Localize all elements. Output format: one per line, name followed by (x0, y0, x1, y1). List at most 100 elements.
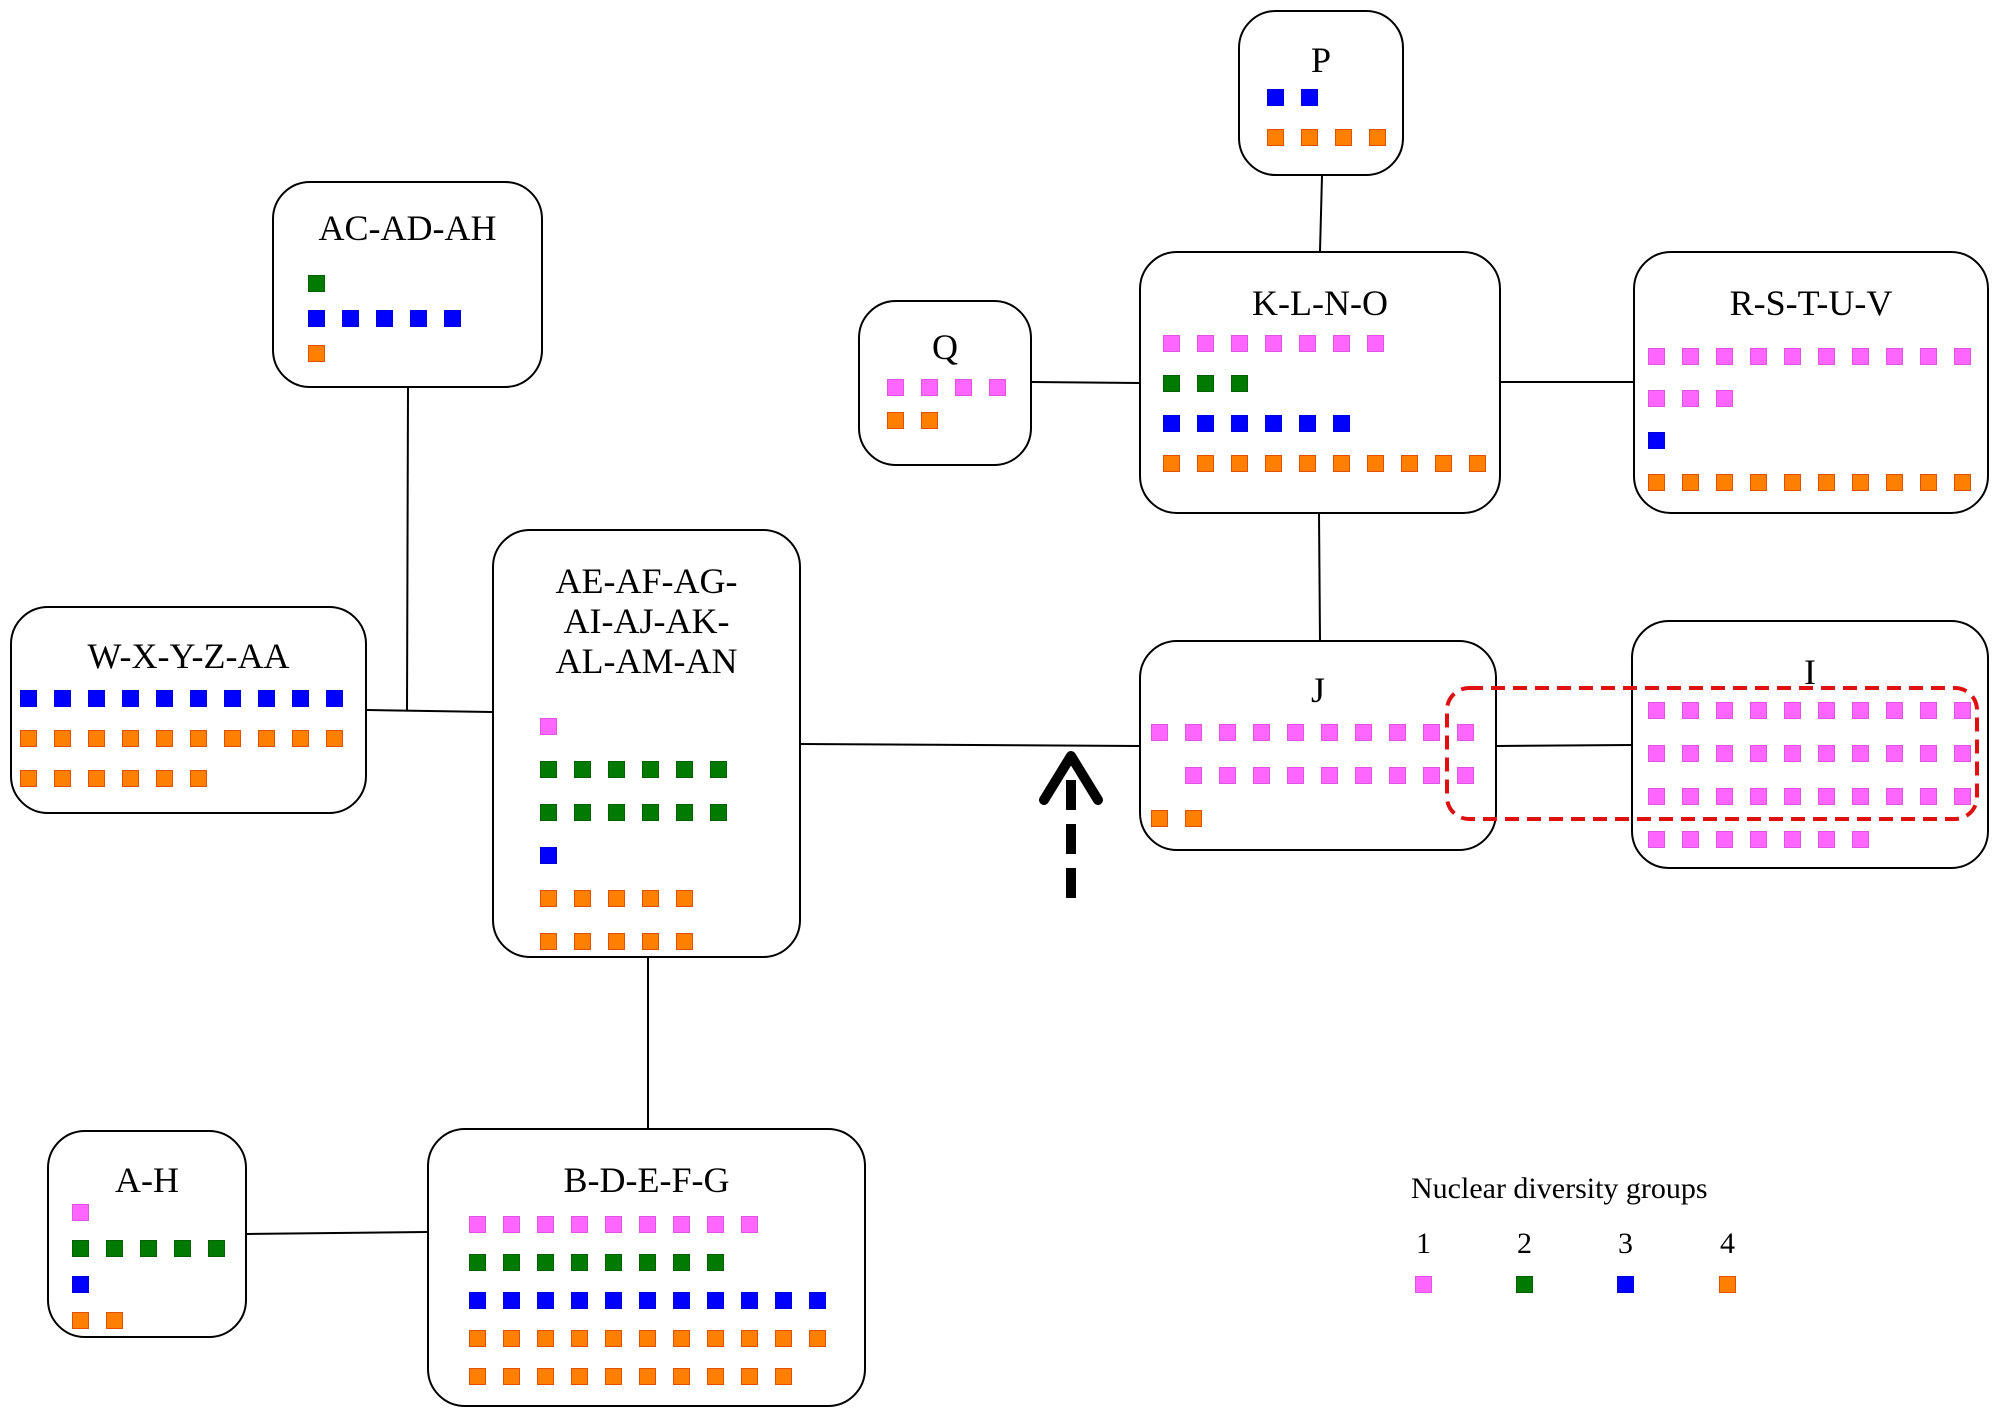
haplotype-square-group-2 (676, 761, 693, 778)
haplotype-square-group-1 (1818, 745, 1835, 762)
node-label: Q (932, 327, 958, 367)
haplotype-square-group-4 (1267, 129, 1284, 146)
haplotype-square-group-2 (540, 804, 557, 821)
legend-label-2: 2 (1517, 1227, 1532, 1260)
haplotype-square-group-1 (1886, 702, 1903, 719)
haplotype-square-group-4 (1333, 455, 1350, 472)
haplotype-square-group-1 (1682, 831, 1699, 848)
haplotype-square-group-2 (1163, 375, 1180, 392)
haplotype-square-group-1 (1648, 348, 1665, 365)
haplotype-square-group-1 (1648, 702, 1665, 719)
haplotype-square-group-1 (1185, 724, 1202, 741)
haplotype-square-group-1 (1784, 745, 1801, 762)
haplotype-square-group-1 (1423, 724, 1440, 741)
legend-swatch-2 (1516, 1276, 1533, 1293)
haplotype-square-group-4 (605, 1330, 622, 1347)
node-q: Q (858, 300, 1032, 466)
haplotype-square-group-4 (574, 890, 591, 907)
haplotype-square-group-4 (642, 933, 659, 950)
haplotype-square-group-2 (710, 761, 727, 778)
haplotype-square-group-4 (54, 730, 71, 747)
node-b-d-e-f-g: B-D-E-F-G (427, 1128, 866, 1407)
haplotype-square-group-1 (1920, 348, 1937, 365)
haplotype-square-group-2 (574, 761, 591, 778)
haplotype-square-group-3 (88, 690, 105, 707)
haplotype-square-group-4 (190, 770, 207, 787)
haplotype-square-group-1 (503, 1216, 520, 1233)
haplotype-square-group-4 (1163, 455, 1180, 472)
haplotype-square-group-2 (676, 804, 693, 821)
haplotype-square-group-1 (1852, 831, 1869, 848)
node-label: B-D-E-F-G (563, 1160, 730, 1200)
node-label: P (1310, 40, 1332, 80)
haplotype-square-group-1 (673, 1216, 690, 1233)
haplotype-square-group-1 (1253, 724, 1270, 741)
haplotype-square-group-1 (1457, 724, 1474, 741)
haplotype-square-group-4 (20, 730, 37, 747)
haplotype-square-group-1 (1920, 702, 1937, 719)
haplotype-square-group-3 (741, 1292, 758, 1309)
haplotype-square-group-3 (156, 690, 173, 707)
haplotype-square-group-4 (1954, 474, 1971, 491)
haplotype-square-group-3 (1197, 415, 1214, 432)
haplotype-square-group-1 (639, 1216, 656, 1233)
haplotype-square-group-4 (673, 1368, 690, 1385)
haplotype-square-group-1 (955, 379, 972, 396)
haplotype-square-group-4 (503, 1330, 520, 1347)
haplotype-square-group-4 (1197, 455, 1214, 472)
haplotype-square-group-3 (1231, 415, 1248, 432)
haplotype-square-group-4 (122, 730, 139, 747)
haplotype-square-group-4 (88, 770, 105, 787)
haplotype-square-group-4 (190, 730, 207, 747)
haplotype-square-group-4 (571, 1368, 588, 1385)
haplotype-square-group-2 (140, 1240, 157, 1257)
haplotype-square-group-3 (258, 690, 275, 707)
haplotype-square-group-1 (1920, 745, 1937, 762)
haplotype-square-group-4 (639, 1330, 656, 1347)
haplotype-square-group-1 (1682, 348, 1699, 365)
haplotype-square-group-4 (122, 770, 139, 787)
haplotype-square-group-1 (1852, 348, 1869, 365)
haplotype-square-group-4 (88, 730, 105, 747)
haplotype-square-group-4 (1231, 455, 1248, 472)
haplotype-square-group-1 (1750, 348, 1767, 365)
haplotype-square-group-1 (1321, 767, 1338, 784)
haplotype-square-group-1 (1750, 831, 1767, 848)
haplotype-square-group-3 (342, 310, 359, 327)
haplotype-square-group-3 (54, 690, 71, 707)
node-label: AC-AD-AH (318, 208, 497, 248)
haplotype-square-group-1 (1457, 767, 1474, 784)
haplotype-square-group-4 (1435, 455, 1452, 472)
haplotype-square-group-1 (1287, 767, 1304, 784)
haplotype-square-group-4 (537, 1330, 554, 1347)
haplotype-square-group-4 (292, 730, 309, 747)
haplotype-square-group-4 (1369, 129, 1386, 146)
haplotype-square-group-4 (1682, 474, 1699, 491)
haplotype-square-group-1 (1682, 745, 1699, 762)
haplotype-square-group-1 (469, 1216, 486, 1233)
haplotype-square-group-4 (1469, 455, 1486, 472)
haplotype-square-group-1 (1355, 767, 1372, 784)
haplotype-square-group-1 (1716, 390, 1733, 407)
haplotype-square-group-1 (1750, 702, 1767, 719)
haplotype-square-group-1 (1682, 788, 1699, 805)
haplotype-square-group-3 (376, 310, 393, 327)
node-label: J (1310, 670, 1325, 710)
node-i: I (1631, 620, 1989, 869)
haplotype-square-group-2 (469, 1254, 486, 1271)
haplotype-square-group-1 (1231, 335, 1248, 352)
haplotype-square-group-1 (1389, 767, 1406, 784)
haplotype-square-group-2 (608, 761, 625, 778)
haplotype-square-group-1 (1163, 335, 1180, 352)
haplotype-square-group-3 (1301, 89, 1318, 106)
haplotype-square-group-2 (106, 1240, 123, 1257)
haplotype-square-group-1 (1333, 335, 1350, 352)
haplotype-square-group-2 (642, 804, 659, 821)
haplotype-square-group-1 (1818, 788, 1835, 805)
haplotype-square-group-4 (1818, 474, 1835, 491)
haplotype-square-group-2 (605, 1254, 622, 1271)
legend-label-3: 3 (1618, 1227, 1633, 1260)
haplotype-square-group-4 (1151, 810, 1168, 827)
haplotype-square-group-2 (503, 1254, 520, 1271)
haplotype-square-group-1 (1716, 745, 1733, 762)
